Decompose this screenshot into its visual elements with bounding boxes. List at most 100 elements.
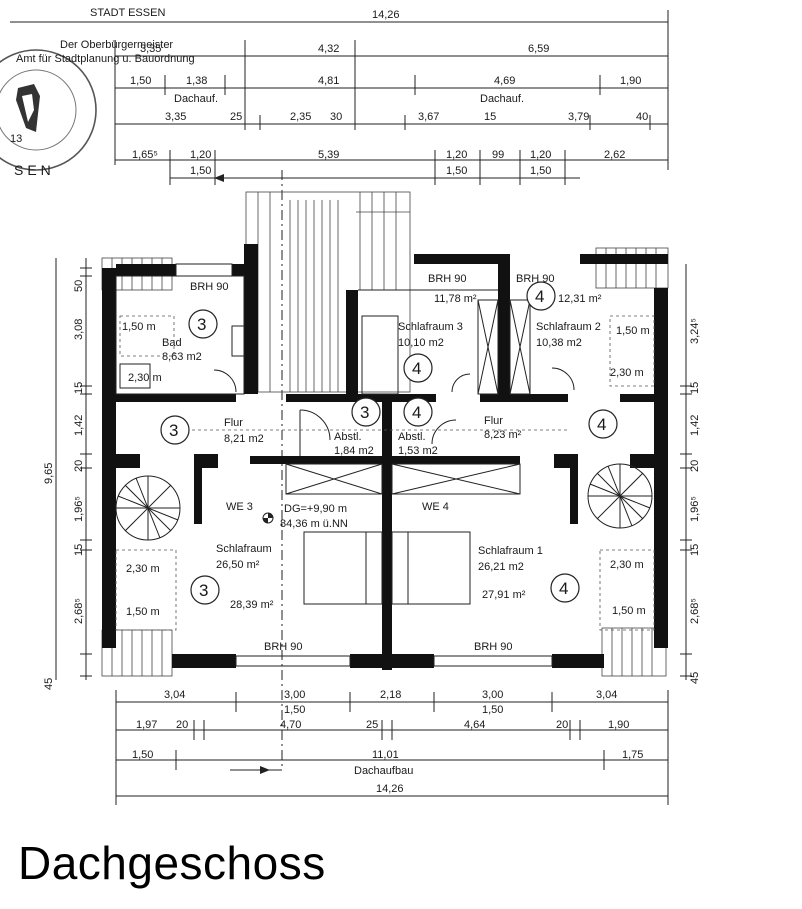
right-dimensions: [680, 264, 692, 680]
flur4-area: 8,23 m²: [484, 429, 522, 441]
brh-bottom-right: BRH 90: [474, 641, 513, 653]
dim-right-2: 15: [689, 382, 701, 394]
dim-right-4: 20: [689, 460, 701, 472]
brh-top-left: BRH 90: [190, 281, 229, 293]
dim-bottom-r1-sub-1: 1,50: [284, 704, 305, 716]
stamp-ring-text: SEN: [14, 162, 55, 178]
flur4-name: Flur: [484, 415, 503, 427]
schlaf2-note-2: 2,30 m: [610, 367, 644, 379]
plan-caption: Dachgeschoss: [18, 837, 326, 889]
we3-label: WE 3: [226, 501, 253, 513]
unit-schlaf1: 4: [559, 579, 568, 598]
spiral-stair-left-icon: [115, 475, 181, 541]
unit-schlaf2: 4: [535, 287, 544, 306]
brh-bottom-left: BRH 90: [264, 641, 303, 653]
dim-bottom-r1-2: 3,00: [284, 689, 305, 701]
dim-bottom-r2-6: 20: [556, 719, 568, 731]
bottom-dimension-labels: 3,04 3,00 2,18 3,00 3,04 1,50 1,50 1,97 …: [132, 689, 643, 795]
stamp-ring-number: 13: [10, 133, 22, 145]
elevation-line-2: 84,36 m ü.NN: [280, 518, 348, 530]
dim-bottom-r3-2: 11,01: [372, 749, 399, 761]
dim-bottom-r3-sub: Dachaufbau: [354, 765, 413, 777]
dim-top-r5-5: 99: [492, 149, 504, 161]
dim-top-r5-3: 5,39: [318, 149, 339, 161]
dim-top-r2-3: 6,59: [528, 43, 549, 55]
schlaf2-top-area: 12,31 m²: [558, 293, 602, 305]
schlaf1-area: 26,21 m2: [478, 561, 524, 573]
top-dimension-labels: 14,26 3,35 4,32 6,59 1,50 1,38 4,81 4,69…: [130, 9, 648, 177]
dim-top-r4-6: 15: [484, 111, 496, 123]
schlaf2-brh: BRH 90: [516, 273, 555, 285]
schlaf3-name: Schlafraum 3: [398, 321, 463, 333]
schlaf3-brh: BRH 90: [428, 273, 467, 285]
dim-top-r5-4: 1,20: [446, 149, 467, 161]
left-dimensions: [55, 258, 92, 680]
dim-left-9: 45: [43, 678, 55, 690]
schlafL-area-2: 28,39 m²: [230, 599, 274, 611]
dim-bottom-r1-1: 3,04: [164, 689, 185, 701]
bad-note-1: 1,50 m: [122, 321, 156, 333]
walls: [102, 244, 668, 670]
dim-top-r3-2: 1,38: [186, 75, 207, 87]
dashed-outlines: [115, 315, 655, 631]
dim-top-r3-3: 4,81: [318, 75, 339, 87]
flur3-name: Flur: [224, 417, 243, 429]
dim-top-r3-1: 1,50: [130, 75, 151, 87]
schlaf2-note-1: 1,50 m: [616, 325, 650, 337]
schlafL-note-2: 1,50 m: [126, 606, 160, 618]
unit-flur-right: 4: [597, 415, 606, 434]
stamp-line-2: Der Oberbürgermeister: [60, 39, 173, 51]
dim-right-1: 3,24⁵: [689, 318, 701, 344]
right-dimension-labels: 3,24⁵ 15 1,42 20 1,96⁵ 15 2,68⁵ 45: [689, 318, 701, 684]
schlafL-name: Schlafraum: [216, 543, 272, 555]
bad-note-2: 2,30 m: [128, 372, 162, 384]
dim-top-r4-5: 3,67: [418, 111, 439, 123]
dim-bottom-total: 14,26: [376, 783, 404, 795]
dim-top-r3-5: 1,90: [620, 75, 641, 87]
dim-right-5: 1,96⁵: [689, 496, 701, 522]
dim-bottom-r2-7: 1,90: [608, 719, 629, 731]
schlaf2-area: 10,38 m2: [536, 337, 582, 349]
stamp-line-1: STADT ESSEN: [90, 7, 165, 19]
dim-top-r2-1: 3,35: [140, 43, 161, 55]
dim-top-r5-1: 1,65⁵: [132, 149, 158, 161]
room-labels: BRH 90 1,50 m Bad 8,63 m2 2,30 m Flur 8,…: [122, 273, 650, 653]
dim-left-4: 1,42: [73, 415, 85, 436]
dim-right-7: 2,68⁵: [689, 598, 701, 624]
city-seal-icon: [16, 84, 40, 132]
dim-top-r4-4: 30: [330, 111, 342, 123]
schlafL-note-1: 2,30 m: [126, 563, 160, 575]
dim-left-8: 2,68⁵: [73, 598, 85, 624]
dim-left-5: 20: [73, 460, 85, 472]
dim-top-total: 14,26: [372, 9, 400, 21]
we4-label: WE 4: [422, 501, 449, 513]
unit-bad: 3: [197, 315, 206, 334]
dim-top-r3-sub-1: Dachauf.: [174, 93, 218, 105]
dim-left-7: 15: [73, 544, 85, 556]
schlafL-area: 26,50 m²: [216, 559, 260, 571]
dim-top-r5-2: 1,20: [190, 149, 211, 161]
dim-top-r6-1: 1,50: [190, 165, 211, 177]
unit-marker-labels: 3 3 3 4 4 4 4 3 4: [169, 287, 606, 600]
bottom-dimensions: [115, 690, 669, 805]
dim-bottom-r2-2: 20: [176, 719, 188, 731]
dim-bottom-r2-1: 1,97: [136, 719, 157, 731]
dim-left-1: 50: [73, 280, 85, 292]
bad-area: 8,63 m2: [162, 351, 202, 363]
dim-bottom-r3-1: 1,50: [132, 749, 153, 761]
unit-abstl-3: 3: [360, 403, 369, 422]
abst4-area: 1,53 m2: [398, 445, 438, 457]
bottom-windows: [175, 263, 553, 667]
dim-bottom-r2-4: 25: [366, 719, 378, 731]
unit-schlaf3: 4: [412, 359, 421, 378]
section-arrow-icon: [214, 174, 282, 774]
floor-plan-drawing: STADT ESSEN Der Oberbürgermeister Amt fü…: [0, 7, 701, 805]
flur3-area: 8,21 m2: [224, 433, 264, 445]
schlaf3-top-area: 11,78 m²: [434, 293, 477, 305]
dim-left-2: 3,08: [73, 319, 85, 340]
dim-top-r4-3: 2,35: [290, 111, 311, 123]
dim-top-r4-1: 3,35: [165, 111, 186, 123]
schlaf1-area-2: 27,91 m²: [482, 589, 526, 601]
stamp-line-3: Amt für Stadtplanung u. Bauordnung: [16, 53, 195, 65]
unit-schlaf-left: 3: [199, 581, 208, 600]
